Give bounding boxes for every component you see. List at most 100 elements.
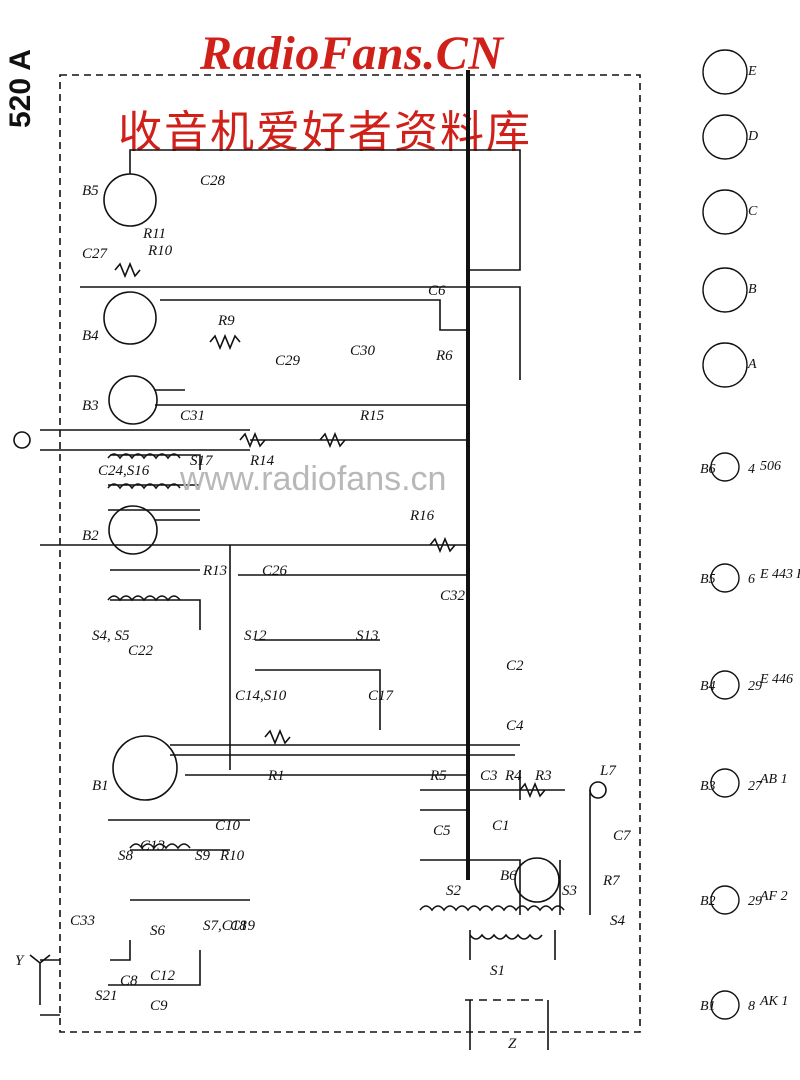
svg-text:AK 1: AK 1 bbox=[759, 994, 788, 1009]
tube-b2-envelope bbox=[108, 505, 158, 555]
svg-text:R6: R6 bbox=[435, 348, 453, 364]
svg-text:C33: C33 bbox=[70, 913, 95, 929]
svg-text:C24,S16: C24,S16 bbox=[98, 463, 150, 479]
svg-text:AF 2: AF 2 bbox=[759, 889, 788, 904]
svg-text:C4: C4 bbox=[506, 718, 524, 734]
svg-text:D: D bbox=[747, 129, 758, 144]
coil-s8 bbox=[129, 843, 191, 850]
svg-text:C26: C26 bbox=[262, 563, 288, 579]
svg-text:C27: C27 bbox=[82, 246, 109, 262]
svg-text:Z: Z bbox=[508, 1036, 517, 1052]
svg-text:C: C bbox=[748, 204, 758, 219]
svg-text:S4, S5: S4, S5 bbox=[92, 628, 130, 644]
svg-text:C1: C1 bbox=[492, 818, 510, 834]
tube-b5-envelope bbox=[103, 173, 157, 227]
svg-text:C28: C28 bbox=[200, 173, 226, 189]
svg-text:C5: C5 bbox=[433, 823, 451, 839]
tube-b3-envelope bbox=[108, 375, 158, 425]
svg-text:B4: B4 bbox=[700, 679, 716, 694]
svg-text:B3: B3 bbox=[82, 398, 99, 414]
speaker-terminal bbox=[13, 431, 31, 449]
coil-s17 bbox=[107, 453, 181, 460]
svg-text:C12: C12 bbox=[150, 968, 176, 984]
svg-text:B6: B6 bbox=[700, 462, 716, 477]
antenna-terminal bbox=[29, 954, 51, 1005]
svg-text:R15: R15 bbox=[359, 408, 385, 424]
svg-text:R1: R1 bbox=[267, 768, 285, 784]
svg-text:S1: S1 bbox=[490, 963, 505, 979]
svg-text:R7: R7 bbox=[602, 873, 621, 889]
svg-text:E 443 H: E 443 H bbox=[759, 567, 800, 582]
svg-text:S7,C18: S7,C18 bbox=[203, 918, 247, 934]
resistor-r3 bbox=[519, 781, 546, 799]
svg-text:4: 4 bbox=[748, 462, 755, 477]
coil-s4-s5 bbox=[107, 595, 181, 602]
svg-text:R11: R11 bbox=[142, 226, 166, 242]
svg-text:S13: S13 bbox=[356, 628, 379, 644]
svg-text:B5: B5 bbox=[82, 183, 99, 199]
svg-text:L7: L7 bbox=[599, 763, 617, 779]
svg-text:C31: C31 bbox=[180, 408, 205, 424]
svg-text:B1: B1 bbox=[700, 999, 716, 1014]
svg-text:29: 29 bbox=[748, 679, 762, 694]
svg-text:R9: R9 bbox=[217, 313, 235, 329]
svg-text:C14,S10: C14,S10 bbox=[235, 688, 287, 704]
svg-text:C32: C32 bbox=[440, 588, 466, 604]
resistor-r16 bbox=[429, 536, 456, 554]
coil-s14-s16 bbox=[107, 483, 181, 490]
svg-text:C29: C29 bbox=[275, 353, 301, 369]
svg-text:C7: C7 bbox=[613, 828, 632, 844]
svg-text:R5: R5 bbox=[429, 768, 447, 784]
resistor-r15 bbox=[319, 431, 346, 449]
svg-text:A: A bbox=[747, 357, 757, 372]
svg-text:27: 27 bbox=[748, 779, 763, 794]
resistor-r14 bbox=[239, 431, 266, 449]
svg-text:C17: C17 bbox=[368, 688, 395, 704]
svg-text:8: 8 bbox=[748, 999, 755, 1014]
svg-text:E: E bbox=[747, 64, 757, 79]
svg-text:B6: B6 bbox=[500, 868, 517, 884]
svg-text:S21: S21 bbox=[95, 988, 118, 1004]
svg-text:R4: R4 bbox=[504, 768, 522, 784]
coil-mains bbox=[419, 905, 565, 912]
resistor-r9 bbox=[209, 333, 241, 351]
svg-text:R3: R3 bbox=[534, 768, 552, 784]
resistor-r10 bbox=[114, 261, 141, 279]
svg-text:AB 1: AB 1 bbox=[759, 772, 788, 787]
watermark: www.radiofans.cn bbox=[180, 460, 447, 498]
resistor-r1 bbox=[264, 728, 291, 746]
svg-text:B1: B1 bbox=[92, 778, 109, 794]
svg-text:6: 6 bbox=[748, 572, 755, 587]
svg-text:S8: S8 bbox=[118, 848, 134, 864]
chassis-outline bbox=[59, 74, 641, 1033]
svg-text:C8: C8 bbox=[120, 973, 138, 989]
svg-text:29: 29 bbox=[748, 894, 762, 909]
svg-text:S4: S4 bbox=[610, 913, 626, 929]
svg-text:R14: R14 bbox=[249, 453, 275, 469]
svg-text:C3: C3 bbox=[480, 768, 498, 784]
svg-text:C19: C19 bbox=[230, 918, 256, 934]
svg-text:B5: B5 bbox=[700, 572, 716, 587]
svg-text:Y: Y bbox=[15, 953, 25, 969]
svg-text:B3: B3 bbox=[700, 779, 716, 794]
svg-text:B: B bbox=[748, 282, 757, 297]
svg-text:R16: R16 bbox=[409, 508, 435, 524]
svg-text:S9: S9 bbox=[195, 848, 211, 864]
svg-text:R10: R10 bbox=[147, 243, 173, 259]
svg-text:S17: S17 bbox=[190, 453, 214, 469]
svg-text:S12: S12 bbox=[244, 628, 267, 644]
svg-text:C6: C6 bbox=[428, 283, 446, 299]
svg-text:C13: C13 bbox=[140, 838, 165, 854]
svg-text:S3: S3 bbox=[562, 883, 577, 899]
svg-text:S6: S6 bbox=[150, 923, 166, 939]
svg-text:C10: C10 bbox=[215, 818, 241, 834]
svg-text:C9: C9 bbox=[150, 998, 168, 1014]
lamp-l7 bbox=[589, 781, 607, 799]
tube-b6-envelope bbox=[514, 857, 560, 903]
svg-text:B2: B2 bbox=[82, 528, 99, 544]
svg-text:C2: C2 bbox=[506, 658, 524, 674]
svg-text:C30: C30 bbox=[350, 343, 376, 359]
tube-b4-envelope bbox=[103, 291, 157, 345]
svg-text:S2: S2 bbox=[446, 883, 462, 899]
